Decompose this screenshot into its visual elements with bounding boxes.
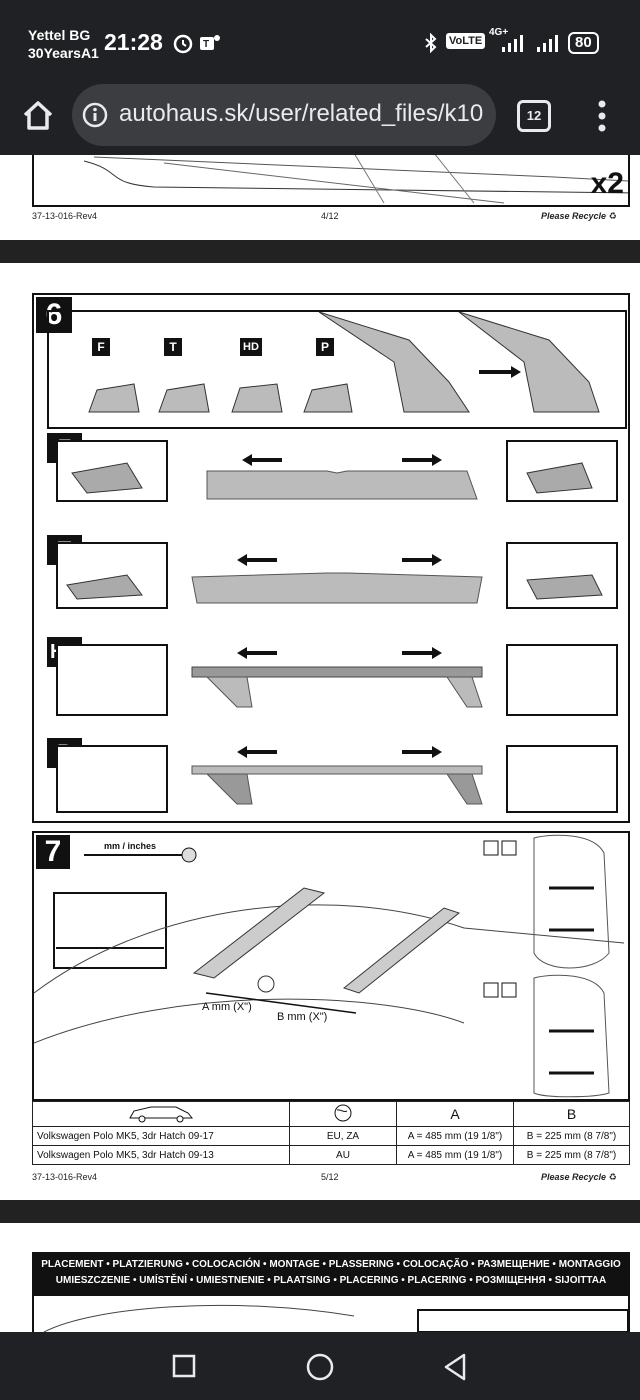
table-row: Volkswagen Polo MK5, 3dr Hatch 09-17 EU,… <box>32 1126 630 1146</box>
car-icon <box>129 1106 194 1122</box>
type-f-label: F <box>92 338 110 356</box>
recycle-note: Please Recycle ♻ <box>541 211 617 221</box>
page-gap <box>0 1200 640 1223</box>
doc-code: 37-13-016-Rev4 <box>32 211 98 221</box>
table-header: A B <box>32 1101 630 1127</box>
doc-code: 37-13-016-Rev4 <box>32 1172 98 1182</box>
step6-overview: F T HD P <box>47 310 627 429</box>
b-cell: B = 225 mm (8 7/8") <box>513 1145 630 1165</box>
region-cell: AU <box>289 1145 397 1165</box>
tape-label: mm / inches <box>104 841 157 851</box>
vehicle-cell: Volkswagen Polo MK5, 3dr Hatch 09-17 <box>32 1126 290 1146</box>
vehicle-cell: Volkswagen Polo MK5, 3dr Hatch 09-13 <box>32 1145 290 1165</box>
type-t-label: T <box>164 338 182 356</box>
a-cell: A = 485 mm (19 1/8") <box>396 1126 514 1146</box>
a-column-header: A <box>396 1101 514 1127</box>
signal-icon-1 <box>502 35 523 52</box>
b-distance-label: B mm (X") <box>277 1011 328 1023</box>
address-bar[interactable]: autohaus.sk/user/related_files/k10 <box>72 84 496 146</box>
system-navigation-bar <box>0 1332 640 1400</box>
carrier-name: Yettel BG 30YearsA1 <box>28 27 99 61</box>
fitment-table: A B Volkswagen Polo MK5, 3dr Hatch 09-17… <box>32 1101 630 1165</box>
recycle-note: Please Recycle ♻ <box>541 1172 617 1182</box>
row-p-drawing <box>56 745 618 813</box>
b-column-header: B <box>513 1101 630 1127</box>
alarm-icon <box>173 34 193 54</box>
url-text: autohaus.sk/user/related_files/k10 <box>119 100 484 127</box>
roof-drawing <box>83 155 635 204</box>
a-cell: A = 485 mm (19 1/8") <box>396 1145 514 1165</box>
recents-button[interactable] <box>172 1354 196 1378</box>
signal-icon-2 <box>537 35 558 52</box>
placement-figure-frame <box>32 1294 630 1333</box>
page-number: 5/12 <box>321 1172 339 1182</box>
network-type: 4G+ <box>489 27 509 38</box>
row-f-drawing <box>56 440 618 502</box>
step7-number: 7 <box>36 835 70 869</box>
row-t-drawing <box>56 542 618 609</box>
page-number: 4/12 <box>321 211 339 221</box>
clock: 21:28 <box>104 29 163 55</box>
page-gap <box>0 240 640 263</box>
site-info-icon[interactable] <box>81 101 109 129</box>
step6-number: 6 <box>36 297 72 333</box>
foot-types-drawing <box>88 311 600 413</box>
svg-text:T: T <box>203 39 209 50</box>
home-button[interactable] <box>305 1352 335 1382</box>
car-roof-drawing <box>34 834 625 1098</box>
status-bar: Yettel BG 30YearsA1 21:28 T VoLTE 4G+ 80 <box>0 0 640 78</box>
placement-banner: PLACEMENT • PLATZIERUNG • COLOCACIÓN • M… <box>32 1252 630 1294</box>
row-hd-drawing <box>56 644 618 716</box>
globe-icon <box>334 1104 352 1121</box>
bluetooth-icon <box>425 33 437 53</box>
battery-indicator: 80 <box>568 32 599 54</box>
type-hd-label: HD <box>240 338 262 356</box>
vehicle-column-header <box>32 1101 290 1127</box>
teams-icon: T <box>200 35 220 50</box>
type-p-label: P <box>316 338 334 356</box>
page4-figure-frame: x2 <box>32 155 635 207</box>
step7-frame: 7 mm / inches A mm (X") B mm (X") <box>32 831 630 1101</box>
table-row: Volkswagen Polo MK5, 3dr Hatch 09-13 AU … <box>32 1145 630 1165</box>
placement-drawing <box>43 1304 629 1333</box>
b-cell: B = 225 mm (8 7/8") <box>513 1126 630 1146</box>
volte-badge: VoLTE <box>446 33 486 49</box>
pdf-page-4: x2 37-13-016-Rev4 4/12 Please Recycle ♻ <box>0 155 640 240</box>
quantity-multiplier: x2 <box>590 167 624 200</box>
a-distance-label: A mm (X") <box>202 1001 252 1013</box>
browser-toolbar: autohaus.sk/user/related_files/k10 12 <box>0 78 640 155</box>
home-icon[interactable] <box>18 96 58 136</box>
region-cell: EU, ZA <box>289 1126 397 1146</box>
region-column-header <box>289 1101 397 1127</box>
step6-frame: 6 F T HD P F T <box>32 293 630 823</box>
overflow-menu-icon[interactable] <box>598 98 606 134</box>
tab-switcher-button[interactable]: 12 <box>517 100 551 132</box>
back-button[interactable] <box>442 1352 468 1382</box>
